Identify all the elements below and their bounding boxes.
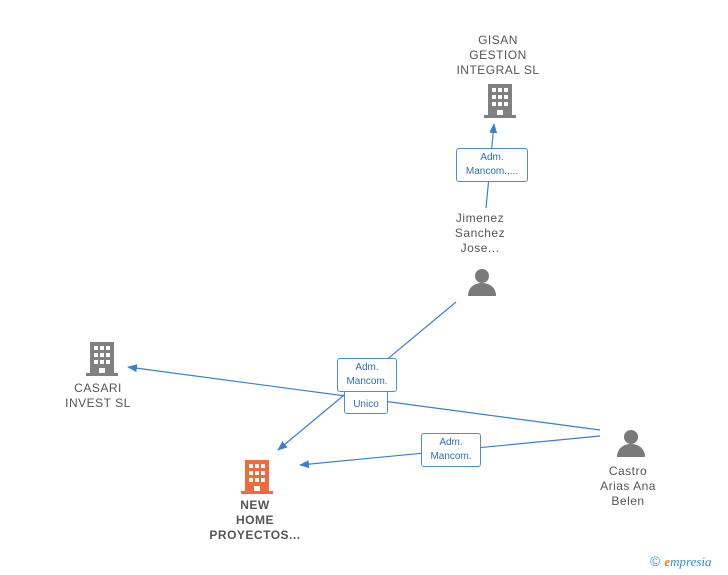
label-line: Arias Ana (600, 479, 656, 493)
node-label-gisan[interactable]: GISAN GESTION INTEGRAL SL (448, 33, 548, 78)
role-badge-jimenez-newhome[interactable]: Adm. Mancom. (337, 358, 397, 392)
node-label-casari[interactable]: CASARI INVEST SL (48, 381, 148, 411)
node-label-jimenez[interactable]: Jimenez Sanchez Jose... (430, 211, 530, 256)
label-line: CASARI (74, 381, 122, 395)
role-line: Mancom.,... (465, 166, 519, 177)
label-line: Castro (608, 464, 648, 478)
label-line: Jimenez (455, 211, 505, 225)
role-line: Adm. (439, 437, 463, 448)
brand-initial: e (664, 554, 671, 569)
role-line: Adm. (355, 362, 379, 373)
label-line: NEW (240, 498, 270, 512)
node-label-new-home[interactable]: NEW HOME PROYECTOS... (195, 498, 315, 543)
copyright-icon: © (650, 553, 661, 569)
role-line: Adm. (480, 152, 504, 163)
role-badge-castro-newhome[interactable]: Adm. Mancom. (421, 433, 481, 467)
person-icon[interactable] (467, 267, 497, 297)
label-line: GESTION (469, 48, 527, 62)
brand-logo: ©empresia (650, 553, 712, 570)
building-icon[interactable] (86, 342, 118, 376)
role-line: Mancom. (346, 376, 388, 387)
label-line: Belen (611, 494, 645, 508)
label-line: HOME (236, 513, 274, 527)
node-label-castro[interactable]: Castro Arias Ana Belen (578, 464, 678, 509)
person-icon[interactable] (616, 428, 646, 458)
label-line: INVEST SL (65, 396, 131, 410)
label-line: Jose... (460, 241, 500, 255)
label-line: Sanchez (454, 226, 506, 240)
building-icon[interactable] (241, 460, 273, 494)
building-icon[interactable] (484, 84, 516, 118)
label-line: PROYECTOS... (209, 528, 301, 542)
role-line: Mancom. (430, 451, 472, 462)
role-badge-jimenez-gisan[interactable]: Adm. Mancom.,... (456, 148, 528, 182)
brand-name: mpresia (670, 554, 712, 569)
role-line: Unico (353, 399, 379, 410)
label-line: GISAN (478, 33, 518, 47)
label-line: INTEGRAL SL (456, 63, 540, 77)
